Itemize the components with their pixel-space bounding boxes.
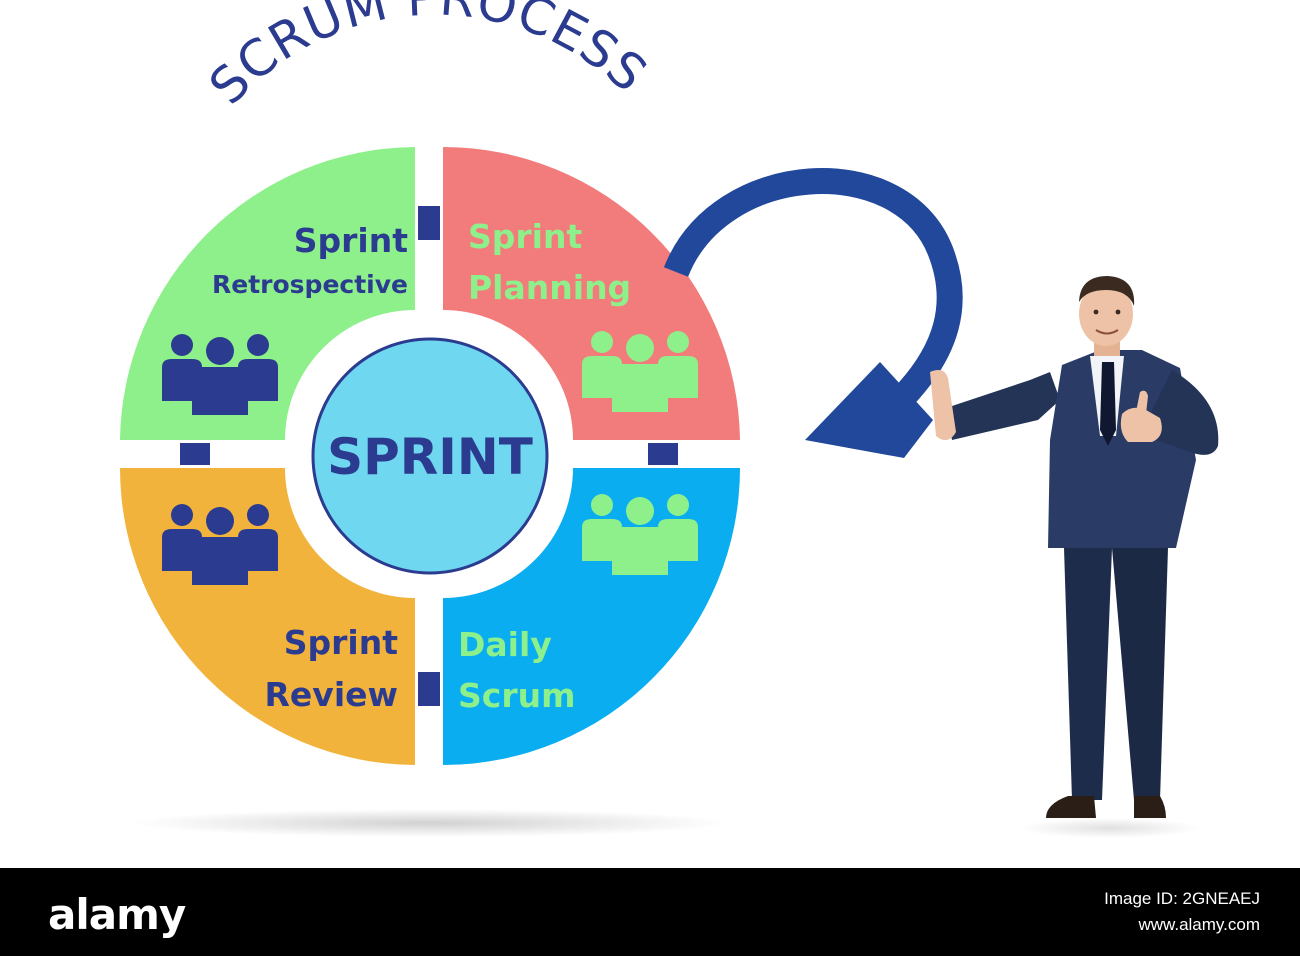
watermark-footer: alamy Image ID: 2GNEAEJ www.alamy.com xyxy=(0,868,1300,956)
businessman-figure xyxy=(930,276,1219,818)
diagram-title: SCRUM PROCESS xyxy=(198,0,658,116)
sprint-center-circle xyxy=(311,337,549,575)
daily-label-line1: Daily xyxy=(458,625,552,664)
planning-label-line1: Sprint xyxy=(468,217,582,256)
diagram-shadow xyxy=(130,809,730,837)
review-label-line1: Sprint xyxy=(284,623,398,662)
connector-bottom xyxy=(418,672,440,706)
connector-right xyxy=(648,443,678,465)
connector-left xyxy=(180,443,210,465)
scrum-process-illustration: SCRUM PROCESS SPRINT Sprint Retrospectiv… xyxy=(120,0,1219,838)
watermark-logo: alamy xyxy=(48,890,186,939)
daily-label-line2: Scrum xyxy=(458,676,575,715)
retrospective-label-line1: Sprint xyxy=(294,221,408,260)
man-shadow xyxy=(1020,818,1200,838)
connector-top xyxy=(418,206,440,240)
retrospective-label-line2: Retrospective xyxy=(212,270,408,299)
planning-label-line2: Planning xyxy=(468,268,631,307)
watermark-image-id: Image ID: 2GNEAEJ xyxy=(1104,889,1260,908)
cycle-arrow-icon xyxy=(663,168,963,458)
review-label-line2: Review xyxy=(265,675,398,714)
watermark-meta: Image ID: 2GNEAEJ www.alamy.com xyxy=(1104,886,1260,938)
watermark-site: www.alamy.com xyxy=(1138,915,1260,934)
center-label: SPRINT xyxy=(327,428,533,486)
